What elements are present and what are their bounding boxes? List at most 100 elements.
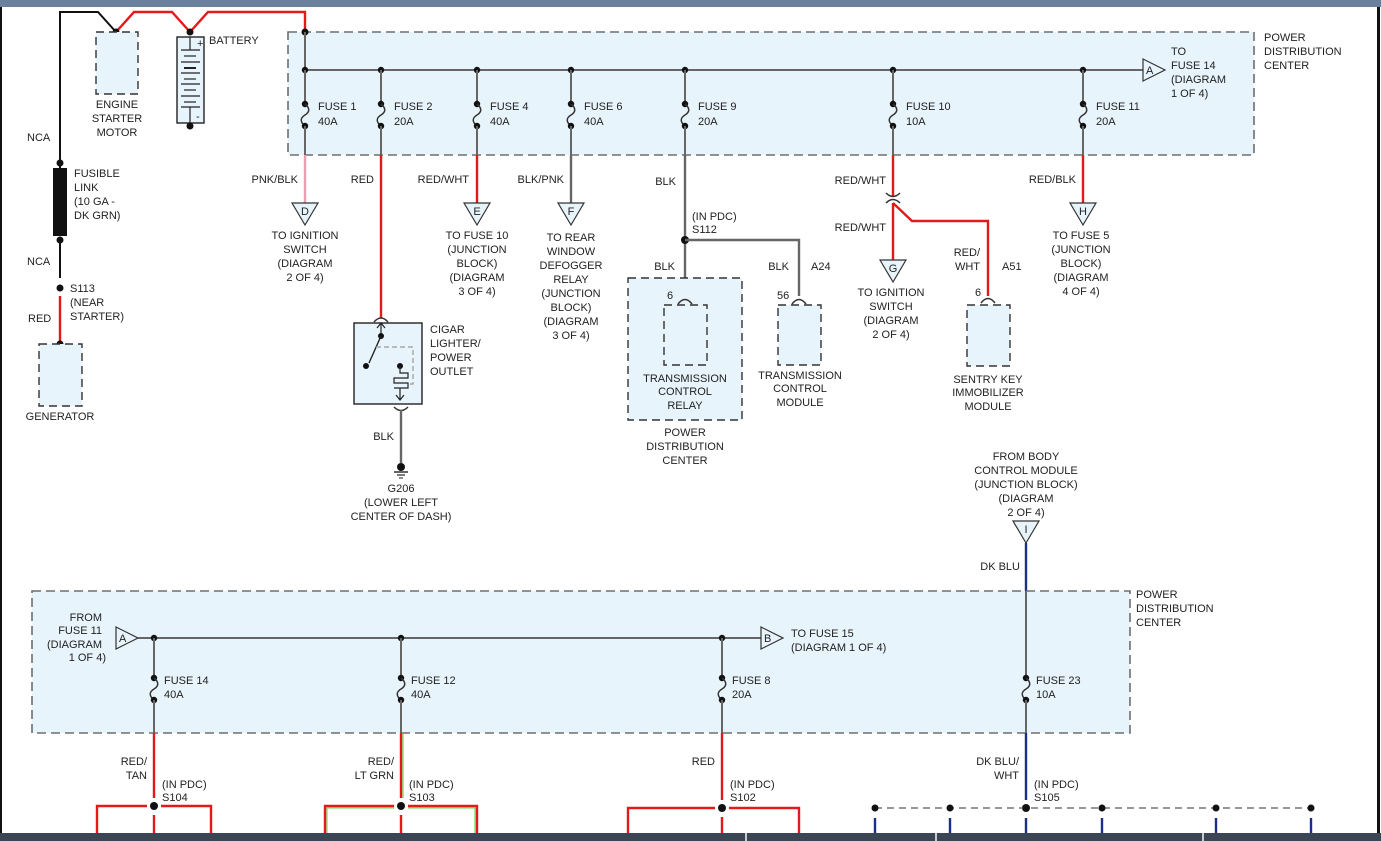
- wire-s102-left: [626, 806, 715, 833]
- fuse-rating: 20A: [732, 689, 752, 701]
- fuse-fuse-9[interactable]: FUSE 9 20A: [680, 66, 737, 155]
- fuse-icon: [717, 677, 727, 701]
- splice-dot: [871, 804, 879, 812]
- from-fuse11-label: FROM FUSE 11 (DIAGRAM 1 OF 4): [47, 612, 106, 664]
- connector-e[interactable]: E: [462, 202, 492, 227]
- fuse-icon: [1021, 677, 1031, 701]
- label-line: CENTER OF DASH): [351, 511, 452, 523]
- connector-a-top-icon: [1142, 58, 1167, 82]
- wire-label: WHT: [994, 770, 1019, 782]
- connector-d[interactable]: D: [290, 202, 320, 227]
- wire-label: RED/: [121, 756, 148, 768]
- connector-h-icon: [1068, 202, 1098, 227]
- connector-d-letter: D: [301, 206, 309, 218]
- tcr-relay-box[interactable]: [663, 304, 708, 366]
- connector-f[interactable]: F: [556, 202, 586, 227]
- wire-blk-tcm: [685, 238, 801, 296]
- label-line: POWER: [664, 427, 706, 439]
- tcr-pin-number: 6: [667, 290, 673, 302]
- connector-g[interactable]: G: [878, 259, 908, 284]
- label-line: DEFOGGER: [540, 260, 603, 272]
- connector-a-bottom-letter: A: [119, 633, 127, 645]
- label-line: (LOWER LEFT: [364, 497, 438, 509]
- battery-plus-sign: +: [197, 38, 203, 50]
- ground-icon: [394, 463, 408, 479]
- label-line: MODULE: [776, 397, 823, 409]
- battery-minus-sign: -: [196, 111, 200, 123]
- wire-label: RED/: [368, 756, 395, 768]
- label-line: CONTROL: [773, 383, 827, 395]
- fuse-name: FUSE 10: [906, 101, 951, 113]
- cigar-lighter-box[interactable]: [353, 322, 423, 405]
- connector-i-letter: I: [1024, 524, 1027, 536]
- label-line: CIGAR: [430, 324, 465, 336]
- bottom-scrollbar[interactable]: [0, 833, 1381, 841]
- label-line: DISTRIBUTION: [1136, 603, 1214, 615]
- label-line: (DIAGRAM: [47, 639, 102, 651]
- label-line: (JUNCTION: [447, 244, 506, 256]
- ground-g206-label: G206 (LOWER LEFT CENTER OF DASH): [351, 483, 452, 523]
- connector-h[interactable]: H: [1068, 202, 1098, 227]
- label-line: DISTRIBUTION: [646, 441, 724, 453]
- label-line: (JUNCTION: [541, 288, 600, 300]
- splice-label: (IN PDC): [162, 779, 207, 791]
- tcm-module-box[interactable]: [777, 304, 822, 366]
- label-line: POWER: [1136, 589, 1178, 601]
- bottom-bar-separator: [1202, 833, 1204, 841]
- splice-s113-label: S113 (NEAR STARTER): [70, 283, 124, 323]
- wire-label-nca-upper: NCA: [27, 132, 51, 144]
- label-line: (DIAGRAM: [864, 315, 919, 327]
- wire-label-tcr: BLK: [654, 261, 675, 273]
- wire-s103-right-stripe: [408, 807, 476, 833]
- skim-module-box: [966, 304, 1011, 367]
- label-line: CENTER: [662, 455, 707, 467]
- cigar-connector-bottom-icon: [393, 406, 409, 412]
- label-line: (DIAGRAM: [999, 493, 1054, 505]
- splice-dot: [1098, 804, 1106, 812]
- wire-label-fuse4: RED/WHT: [418, 174, 470, 186]
- wire-label: LT GRN: [355, 770, 394, 782]
- fuse-name: FUSE 1: [318, 101, 357, 113]
- connector-b-letter: B: [764, 633, 771, 645]
- label-line: 3 OF 4): [552, 330, 589, 342]
- label-line: FROM BODY: [993, 451, 1060, 463]
- wire-nca-black: [59, 11, 117, 230]
- fuse-name: FUSE 9: [698, 101, 737, 113]
- wire-label-skim-line2: WHT: [955, 261, 980, 273]
- fusible-link-icon: [53, 168, 67, 236]
- label-line: TRANSMISSION: [758, 370, 842, 382]
- label-line: DK GRN): [74, 210, 120, 222]
- splice-label: S102: [730, 792, 756, 804]
- fuse-rating: 20A: [394, 116, 414, 128]
- splice-s113-dot: [56, 284, 64, 292]
- pdc-label-line: CENTER: [1264, 60, 1309, 72]
- label-line: MOTOR: [97, 127, 138, 139]
- label-line: CONTROL: [658, 386, 712, 398]
- connector-a-top-letter: A: [1146, 65, 1154, 77]
- splice-dot: [397, 802, 405, 810]
- fuse-rating: 20A: [698, 116, 718, 128]
- splice-dot: [150, 802, 158, 810]
- skim-connector-id: A51: [1002, 261, 1022, 273]
- pdc-bottom-label: POWER DISTRIBUTION CENTER: [1136, 589, 1214, 629]
- connector-i[interactable]: I: [1011, 520, 1041, 545]
- label-line: (JUNCTION: [1051, 244, 1110, 256]
- label-line: (DIAGRAM 1 OF 4): [791, 642, 886, 654]
- wire-label: DK BLU/: [976, 756, 1020, 768]
- splice-label: S103: [409, 792, 435, 804]
- wire-red-battery-feed: [115, 10, 307, 34]
- label-line: MODULE: [964, 401, 1011, 413]
